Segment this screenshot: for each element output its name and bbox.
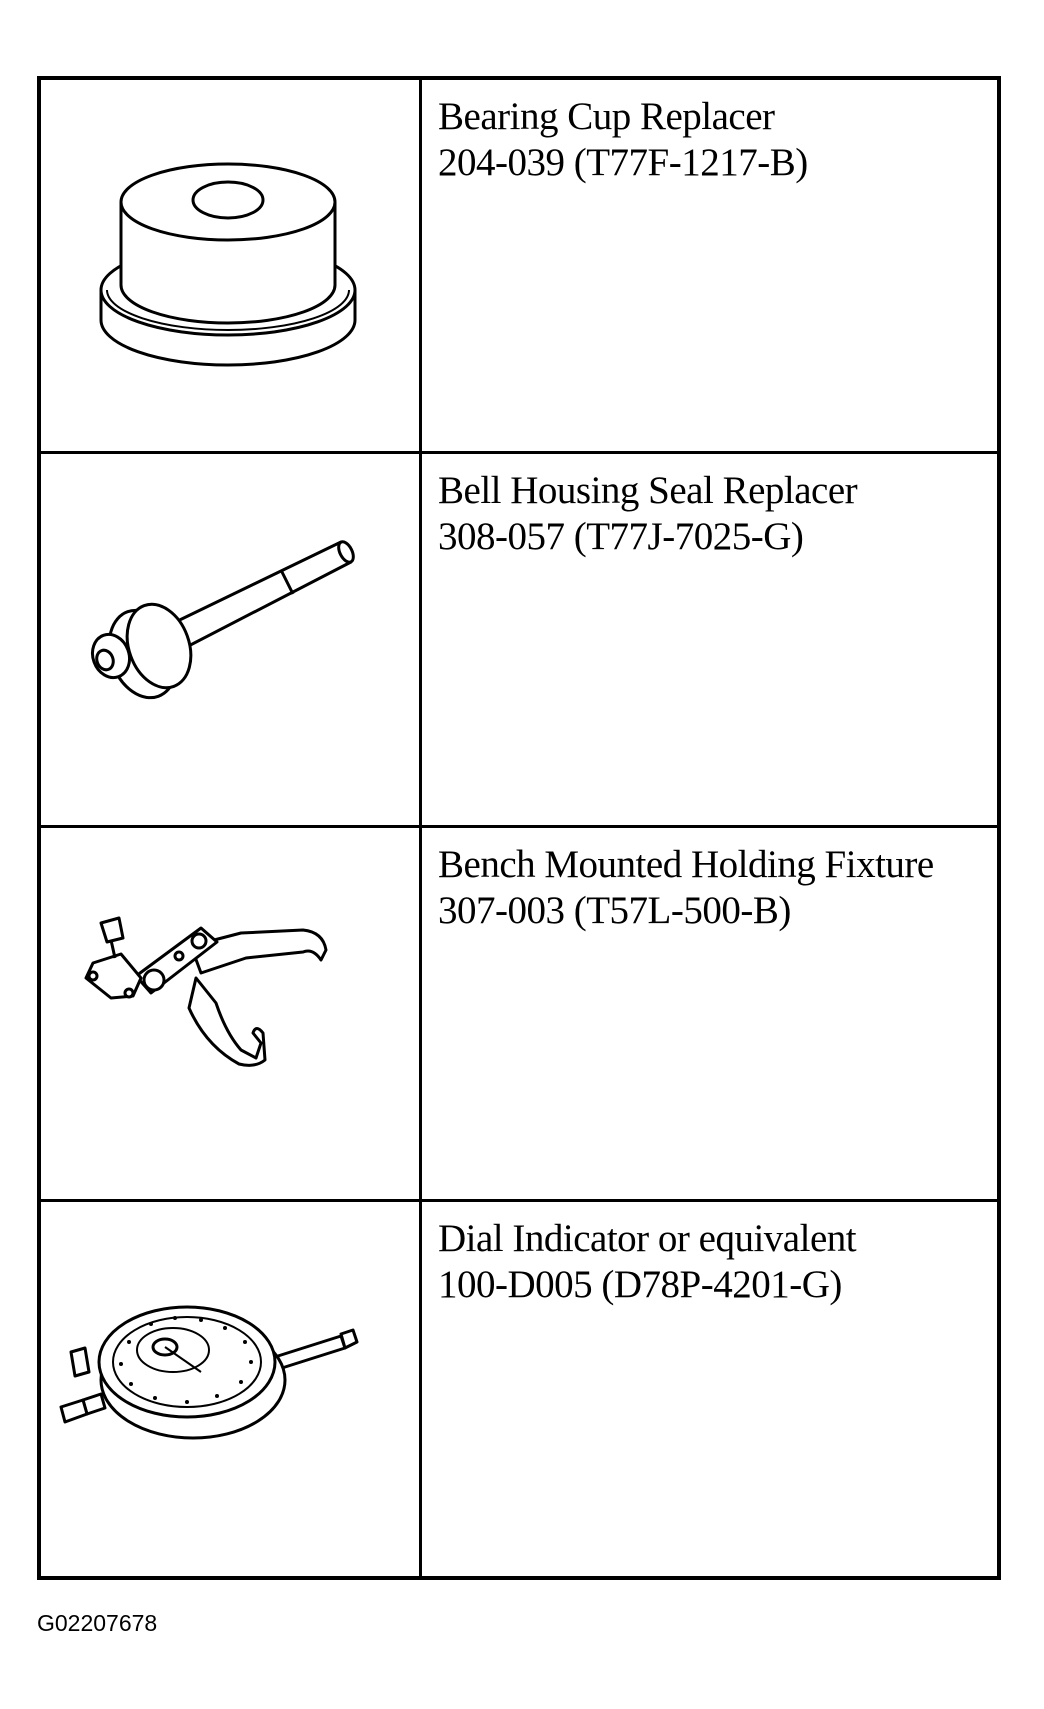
tool-number: 307-003 (T57L-500-B) bbox=[438, 889, 791, 932]
bearing-cup-replacer-icon bbox=[99, 162, 357, 367]
tool-image-cell bbox=[41, 828, 422, 1202]
bell-housing-seal-replacer-icon bbox=[90, 540, 355, 700]
tool-number: 308-057 (T77J-7025-G) bbox=[438, 515, 804, 558]
tool-image-cell bbox=[41, 1202, 422, 1576]
tool-number: 100-D005 (D78P-4201-G) bbox=[438, 1263, 842, 1306]
tool-name: Bearing Cup Replacer bbox=[438, 95, 775, 138]
tool-text-cell: Bench Mounted Holding Fixture 307-003 (T… bbox=[422, 828, 997, 1202]
tool-text-cell: Bearing Cup Replacer 204-039 (T77F-1217-… bbox=[422, 80, 997, 454]
special-tools-table: Bearing Cup Replacer 204-039 (T77F-1217-… bbox=[37, 76, 1001, 1580]
tool-image-cell bbox=[41, 80, 422, 454]
tool-name: Bench Mounted Holding Fixture bbox=[438, 843, 934, 886]
holding-fixture-icon bbox=[84, 916, 328, 1067]
figure-code: G02207678 bbox=[37, 1610, 158, 1636]
tool-text-cell: Dial Indicator or equivalent 100-D005 (D… bbox=[422, 1202, 997, 1576]
tool-number: 204-039 (T77F-1217-B) bbox=[438, 141, 808, 184]
tool-text-cell: Bell Housing Seal Replacer 308-057 (T77J… bbox=[422, 454, 997, 828]
tool-name: Bell Housing Seal Replacer bbox=[438, 469, 858, 512]
tool-image-cell bbox=[41, 454, 422, 828]
tool-name: Dial Indicator or equivalent bbox=[438, 1217, 857, 1260]
dial-indicator-icon bbox=[59, 1305, 359, 1440]
